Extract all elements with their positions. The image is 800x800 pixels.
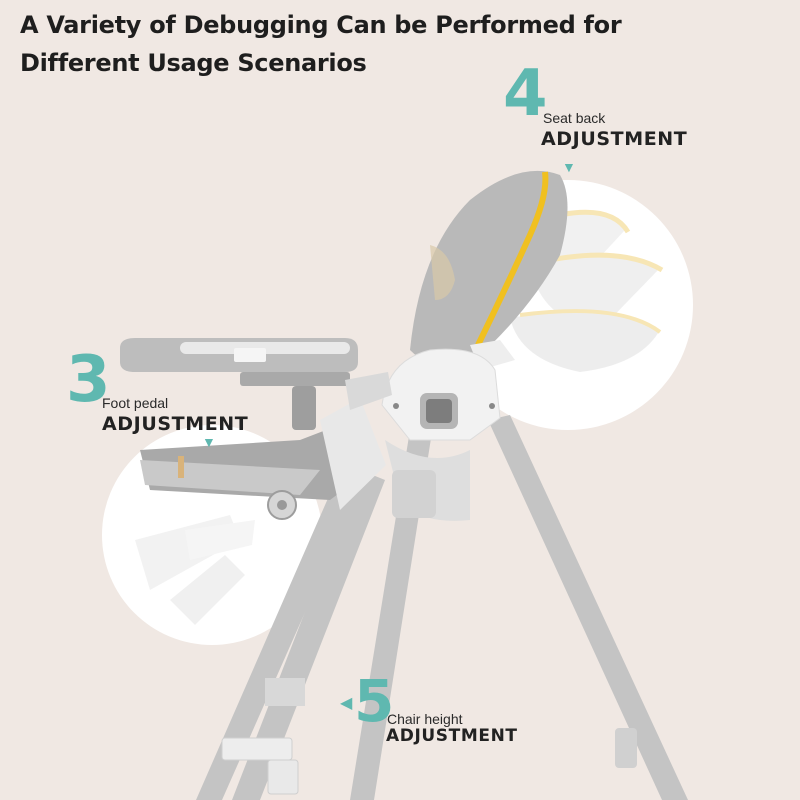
- foot-pedal-positions: [135, 515, 255, 625]
- seat-back-label: Seat back: [543, 110, 606, 126]
- triangle-down-icon: ▼: [202, 434, 216, 450]
- seat-back-adjustment: ADJUSTMENT: [541, 128, 688, 150]
- callout-number-4: 4: [503, 57, 548, 131]
- callout-number-3: 3: [66, 343, 111, 417]
- seat-back-recline-positions: [510, 209, 664, 372]
- recline-hub: [381, 348, 501, 521]
- tray-support-arm: [345, 372, 392, 410]
- chair-height-adjustment: ADJUSTMENT: [386, 726, 518, 746]
- triangle-down-icon: ▼: [562, 159, 576, 175]
- foot-pedal-adjustment: ADJUSTMENT: [102, 413, 249, 435]
- headline: A Variety of Debugging Can be Performed …: [20, 6, 660, 82]
- callout-number-5: 5: [354, 667, 395, 735]
- tray: [120, 338, 358, 430]
- chair-height-label: Chair height: [387, 711, 463, 727]
- headline-line-2: Different Usage Scenarios: [20, 49, 367, 77]
- chair-frame: [196, 415, 688, 800]
- triangle-left-icon: ◀: [340, 695, 353, 712]
- seat: [140, 398, 386, 520]
- foot-pedal-label: Foot pedal: [102, 395, 169, 411]
- headline-line-1: A Variety of Debugging Can be Performed …: [20, 11, 622, 39]
